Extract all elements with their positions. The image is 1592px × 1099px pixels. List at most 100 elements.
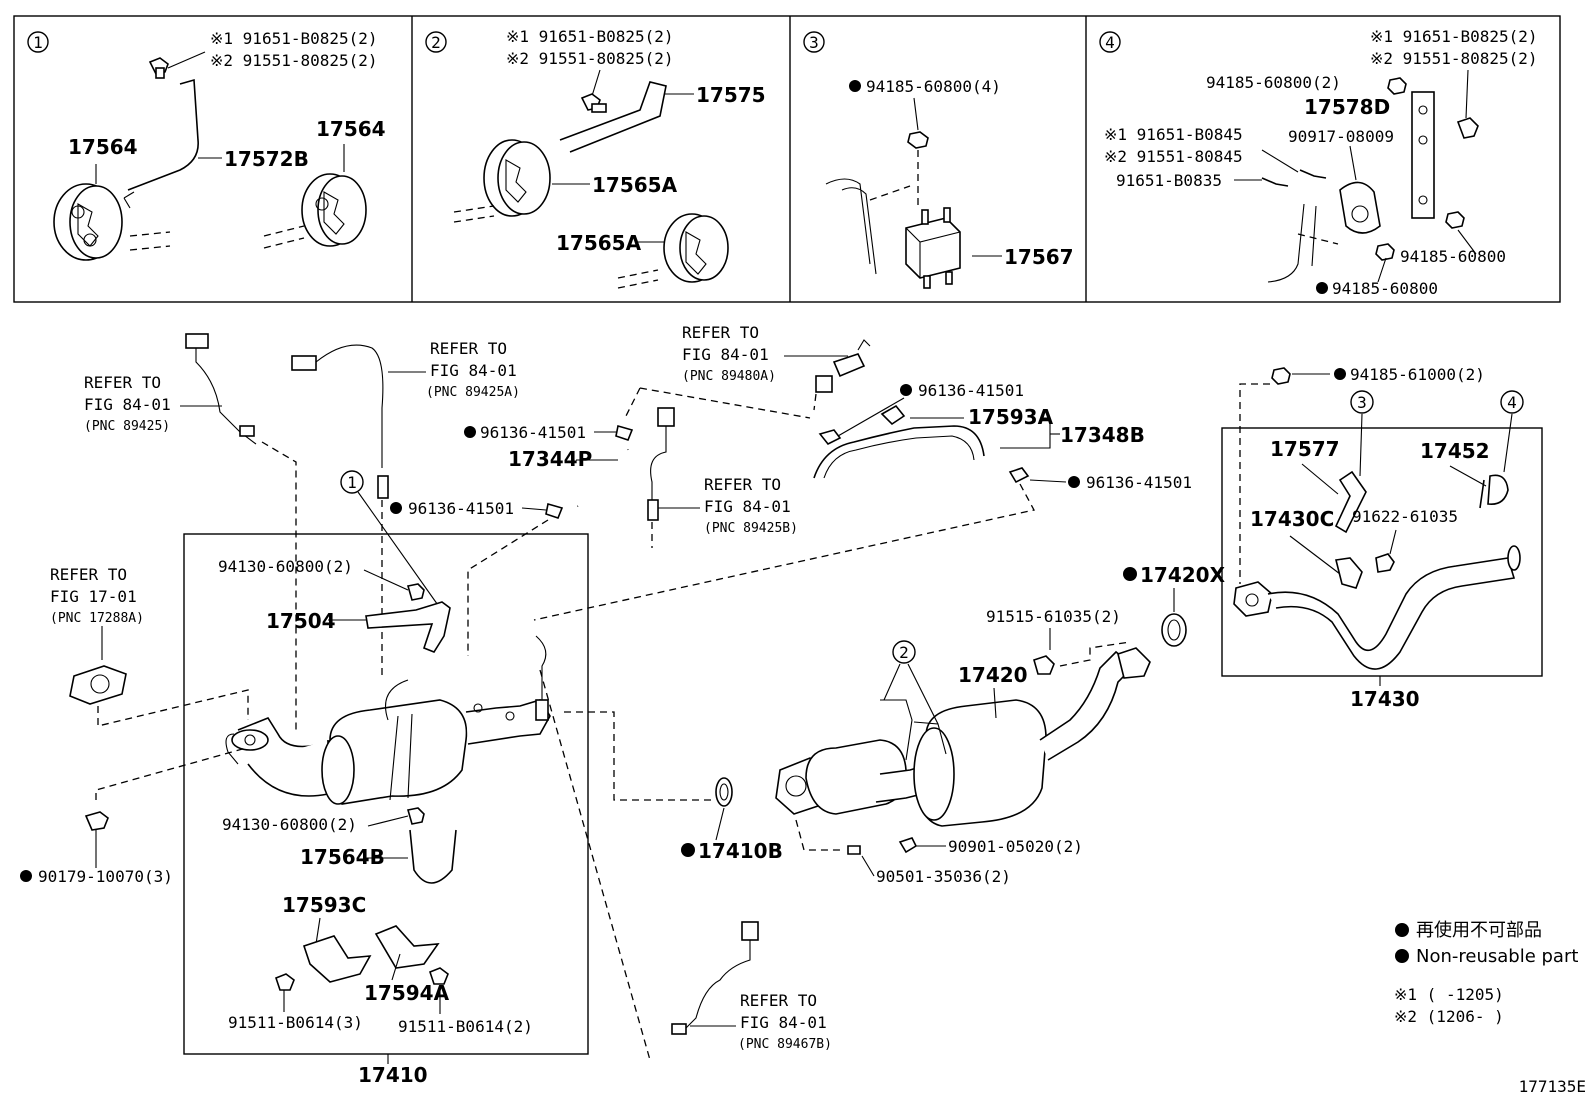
bolt-icon xyxy=(148,57,169,79)
part-17504: 17504 xyxy=(266,609,336,633)
rubber-mount-icon xyxy=(483,139,551,217)
legend-note-2: ※2 (1206- ) xyxy=(1394,1007,1504,1026)
ref-17288a-line-1: REFER TO xyxy=(50,565,127,584)
gasket-17410b-icon xyxy=(715,777,733,807)
assembly-17410-frame xyxy=(183,533,589,1055)
part-96136-41501-right: 96136-41501 xyxy=(1086,473,1192,492)
part-91511-b0614-b: 91511-B0614(2) xyxy=(398,1017,533,1036)
part-94130-60800-b: 94130-60800(2) xyxy=(222,815,357,834)
part-17348b: 17348B xyxy=(1060,423,1145,447)
rubber-mount-icon xyxy=(53,183,123,261)
clamp-17452-icon xyxy=(1479,474,1509,509)
panel-4-label-a: ※1 91651-B0825(2) xyxy=(1370,27,1538,46)
sensor-wire-icon xyxy=(671,921,759,1035)
panel-4-label-g: 90917-08009 xyxy=(1288,127,1394,146)
panel-1-number: 1 xyxy=(33,33,43,52)
part-17577: 17577 xyxy=(1270,437,1340,461)
callout-2: 2 xyxy=(899,643,909,662)
part-17430: 17430 xyxy=(1350,687,1420,711)
panel-4-label-f: ※2 91551-80845 xyxy=(1104,147,1243,166)
legend-jp: 再使用不可部品 xyxy=(1416,920,1542,941)
panel-4: 4 ※1 91651-B0825(2) ※2 91551-80825(2) 94… xyxy=(1099,27,1538,298)
bolt-icon xyxy=(1033,655,1055,675)
ref-89425a-line-3: (PNC 89425A) xyxy=(426,385,520,400)
ref-89480a-line-1: REFER TO xyxy=(682,323,759,342)
gasket-icon xyxy=(69,665,127,705)
converter-17410-icon xyxy=(225,635,551,805)
nut-icon xyxy=(1375,243,1395,261)
mount-block-17567-icon xyxy=(905,207,961,289)
panel-3-label-b: 17567 xyxy=(1004,245,1074,269)
part-90901-05020: 90901-05020(2) xyxy=(948,837,1083,856)
part-96136-41501-top: 96136-41501 xyxy=(918,381,1024,400)
hose-17348b-icon xyxy=(813,404,985,479)
bolt-icon xyxy=(1261,177,1289,187)
callout-1: 1 xyxy=(347,473,357,492)
non-reusable-dot-icon xyxy=(390,502,402,514)
part-17593a: 17593A xyxy=(968,405,1054,429)
nut-icon xyxy=(406,807,425,825)
ref-89425b-line-3: (PNC 89425B) xyxy=(704,521,798,536)
legend-note-1: ※1 ( -1205) xyxy=(1394,985,1504,1004)
legend-en: Non-reusable part xyxy=(1416,946,1578,967)
heat-shield-17594a-icon xyxy=(374,925,440,969)
diagram-id: 177135E xyxy=(1519,1077,1586,1096)
ref-89480a-line-2: FIG 84-01 xyxy=(682,345,769,364)
part-17344p: 17344P xyxy=(508,447,592,471)
sensor-wire-icon xyxy=(647,407,675,521)
non-reusable-dot-icon xyxy=(1068,476,1080,488)
assembly-17430-frame xyxy=(1221,427,1543,677)
non-reusable-dot-icon xyxy=(20,870,32,882)
panel-3: 3 94185-60800(4) 17567 xyxy=(803,31,1074,289)
part-94130-60800-a: 94130-60800(2) xyxy=(218,557,353,576)
nut-icon xyxy=(84,811,109,831)
tailpipe-17430-icon xyxy=(1233,545,1521,670)
ref-89425-line-3: (PNC 89425) xyxy=(84,419,170,434)
panel-4-number: 4 xyxy=(1105,33,1115,52)
ref-89425-line-2: FIG 84-01 xyxy=(84,395,171,414)
panel-1-label-a: ※1 91651-B0825(2) xyxy=(210,29,378,48)
non-reusable-dot-icon xyxy=(1123,567,1137,581)
part-17594a: 17594A xyxy=(364,981,450,1005)
panel-4-label-h: 91651-B0835 xyxy=(1116,171,1222,190)
nut-icon xyxy=(1445,211,1465,229)
bracket-17504-icon xyxy=(365,601,451,653)
bolt-icon xyxy=(275,973,295,991)
panel-4-label-d: 17578D xyxy=(1304,95,1390,119)
panel-1-label-c: 17572B xyxy=(224,147,309,171)
muffler-17420-icon xyxy=(775,647,1151,827)
ref-89425-line-1: REFER TO xyxy=(84,373,161,392)
ref-89467b-line-2: FIG 84-01 xyxy=(740,1013,827,1032)
part-17452: 17452 xyxy=(1420,439,1490,463)
nut-icon xyxy=(1387,77,1407,95)
panel-2-label-c: 17575 xyxy=(696,83,766,107)
sensor-wire-icon xyxy=(291,344,389,499)
clip-icon xyxy=(818,429,842,446)
panel-2-label-d: 17565A xyxy=(592,173,678,197)
non-reusable-dot-icon xyxy=(900,384,912,396)
non-reusable-dot-icon xyxy=(1395,949,1409,963)
ref-89425a-line-1: REFER TO xyxy=(430,339,507,358)
non-reusable-dot-icon xyxy=(849,80,861,92)
nut-icon xyxy=(1271,367,1291,385)
bracket-17578d-icon xyxy=(1411,91,1435,219)
panel-1: 1 ※1 91651-B0825(2) ※2 91551-80825(2) 17… xyxy=(27,29,386,261)
panel-1-label-d: 17564 xyxy=(68,135,138,159)
part-96136-41501-low: 96136-41501 xyxy=(408,499,514,518)
panel-4-label-c: 94185-60800(2) xyxy=(1206,73,1341,92)
panel-2-label-e: 17565A xyxy=(556,231,642,255)
non-reusable-dot-icon xyxy=(1395,923,1409,937)
panel-3-number: 3 xyxy=(809,33,819,52)
rubber-mount-icon xyxy=(301,173,367,247)
ref-89425b-line-1: REFER TO xyxy=(704,475,781,494)
clamp-17564b-icon xyxy=(409,829,457,884)
part-17430c: 17430C xyxy=(1250,507,1334,531)
panel-4-label-j: 94185-60800 xyxy=(1332,279,1438,298)
bolt-icon xyxy=(1299,169,1327,179)
part-91622-61035: 91622-61035 xyxy=(1352,507,1458,526)
part-90179-10070: 90179-10070(3) xyxy=(38,867,173,886)
spring-bolt-icon xyxy=(847,837,918,855)
panel-2: 2 ※1 91651-B0825(2) ※2 91551-80825(2) 17… xyxy=(425,27,766,289)
nut-icon xyxy=(406,583,425,601)
